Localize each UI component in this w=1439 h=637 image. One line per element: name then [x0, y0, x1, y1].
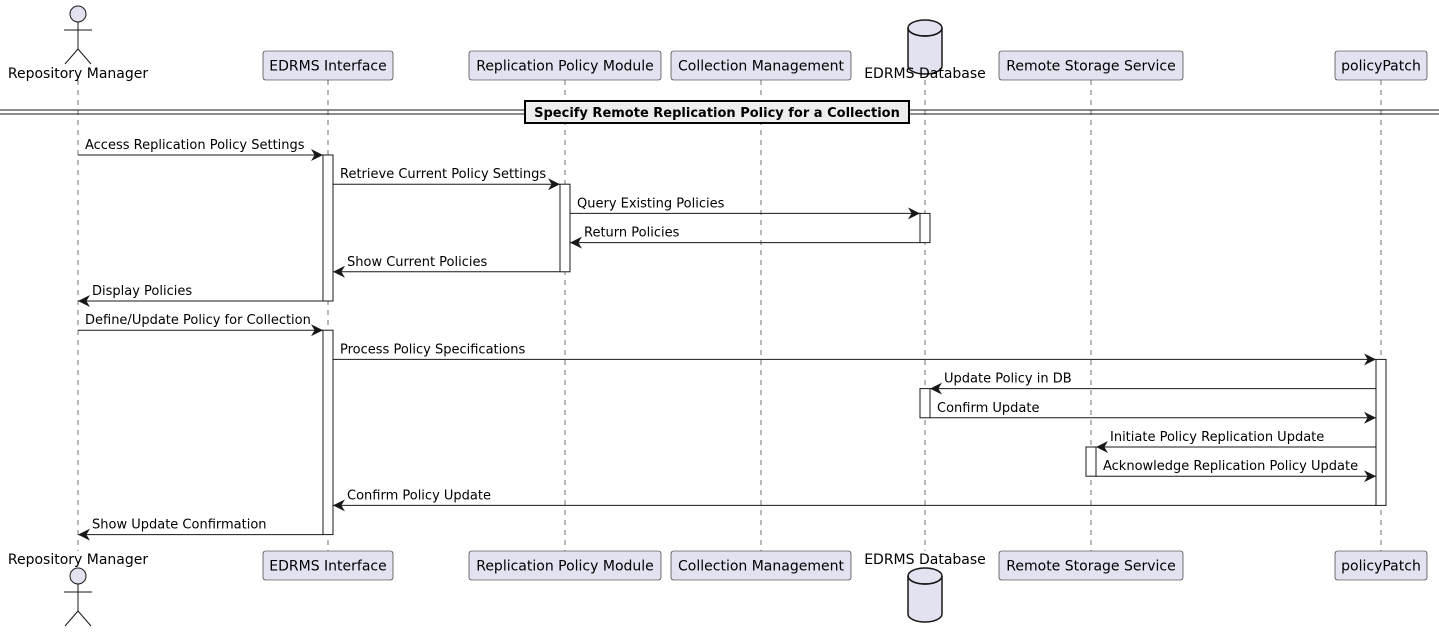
- message-label: Show Current Policies: [347, 255, 487, 270]
- divider-label-box: [524, 100, 910, 124]
- participant-ui-top: EDRMS Interface: [262, 50, 394, 81]
- divider-label: Specify Remote Replication Policy for a …: [534, 106, 900, 121]
- participant-label: EDRMS Interface: [269, 59, 386, 75]
- message-label: Confirm Update: [937, 401, 1039, 416]
- activation-bars: [322, 154, 1387, 536]
- activation-bar-rpm-1: [559, 183, 571, 273]
- participant-box: [1334, 550, 1428, 581]
- participant-box: [998, 50, 1184, 81]
- message-8: Process Policy Specifications: [333, 342, 1376, 366]
- message-12: Acknowledge Replication Policy Update: [1096, 459, 1376, 483]
- participant-rm-bottom: Repository Manager: [8, 552, 149, 627]
- participant-label: Remote Storage Service: [1006, 59, 1175, 75]
- message-label: Update Policy in DB: [944, 372, 1072, 387]
- participant-box: [468, 50, 662, 81]
- message-13: Confirm Policy Update: [333, 488, 1376, 512]
- participant-rpm-top: Replication Policy Module: [468, 50, 662, 81]
- message-14: Show Update Confirmation: [78, 518, 323, 541]
- activation-bar-rss-1: [1085, 446, 1097, 477]
- message-label: Query Existing Policies: [577, 196, 725, 211]
- actor-icon: [64, 5, 92, 65]
- message-label: Display Policies: [92, 284, 192, 299]
- participant-label: policyPatch: [1341, 559, 1421, 575]
- participant-pp-top: policyPatch: [1334, 50, 1428, 81]
- participant-rss-top: Remote Storage Service: [998, 50, 1184, 81]
- participant-label: EDRMS Interface: [269, 559, 386, 575]
- participant-box: [262, 50, 394, 81]
- message-label: Access Replication Policy Settings: [85, 138, 305, 153]
- participant-cm-top: Collection Management: [670, 50, 852, 81]
- database-icon: [907, 567, 943, 623]
- message-label: Acknowledge Replication Policy Update: [1103, 459, 1358, 474]
- database-icon: [907, 19, 943, 75]
- message-3: Query Existing Policies: [570, 196, 920, 220]
- messages: Access Replication Policy SettingsRetrie…: [78, 138, 1376, 541]
- message-10: Confirm Update: [930, 401, 1376, 424]
- participant-box: [670, 550, 852, 581]
- participant-rpm-bottom: Replication Policy Module: [468, 550, 662, 581]
- message-label: Initiate Policy Replication Update: [1110, 430, 1324, 445]
- message-label: Return Policies: [584, 226, 680, 241]
- message-2: Retrieve Current Policy Settings: [333, 167, 560, 191]
- participant-label: Replication Policy Module: [476, 59, 654, 75]
- message-7: Define/Update Policy for Collection: [78, 313, 323, 337]
- participant-rss-bottom: Remote Storage Service: [998, 550, 1184, 581]
- divider: Specify Remote Replication Policy for a …: [0, 100, 1439, 124]
- participant-box: [468, 550, 662, 581]
- participant-label: Collection Management: [678, 59, 844, 75]
- participant-label: EDRMS Database: [864, 552, 986, 568]
- message-label: Process Policy Specifications: [340, 342, 525, 357]
- message-11: Initiate Policy Replication Update: [1096, 430, 1376, 453]
- activation-bar-ui-2: [322, 329, 334, 536]
- message-label: Show Update Confirmation: [92, 518, 267, 533]
- participant-box: [262, 550, 394, 581]
- participant-label: Replication Policy Module: [476, 559, 654, 575]
- participant-label: Remote Storage Service: [1006, 559, 1175, 575]
- participant-pp-bottom: policyPatch: [1334, 550, 1428, 581]
- message-6: Display Policies: [78, 284, 323, 307]
- activation-bar-pp-1: [1375, 358, 1387, 506]
- participant-box: [998, 550, 1184, 581]
- participant-label: Repository Manager: [8, 66, 149, 82]
- participant-rm-top: Repository Manager: [8, 5, 149, 82]
- participant-label: EDRMS Database: [864, 66, 986, 82]
- participant-box: [1334, 50, 1428, 81]
- message-9: Update Policy in DB: [930, 372, 1376, 395]
- message-label: Define/Update Policy for Collection: [85, 313, 311, 328]
- activation-bar-ui-1: [322, 154, 334, 302]
- participant-label: Collection Management: [678, 559, 844, 575]
- participant-db-bottom: EDRMS Database: [864, 552, 986, 623]
- message-label: Confirm Policy Update: [347, 488, 491, 503]
- actor-icon: [64, 567, 92, 627]
- activation-bar-db-2: [919, 388, 931, 419]
- participant-cm-bottom: Collection Management: [670, 550, 852, 581]
- participant-box: [670, 50, 852, 81]
- message-4: Return Policies: [570, 226, 920, 249]
- participant-ui-bottom: EDRMS Interface: [262, 550, 394, 581]
- activation-bar-db-1: [919, 212, 931, 244]
- participant-label: policyPatch: [1341, 59, 1421, 75]
- message-5: Show Current Policies: [333, 255, 560, 278]
- participant-db-top: EDRMS Database: [864, 19, 986, 82]
- message-1: Access Replication Policy Settings: [78, 138, 323, 161]
- message-label: Retrieve Current Policy Settings: [340, 167, 546, 182]
- participant-label: Repository Manager: [8, 552, 149, 568]
